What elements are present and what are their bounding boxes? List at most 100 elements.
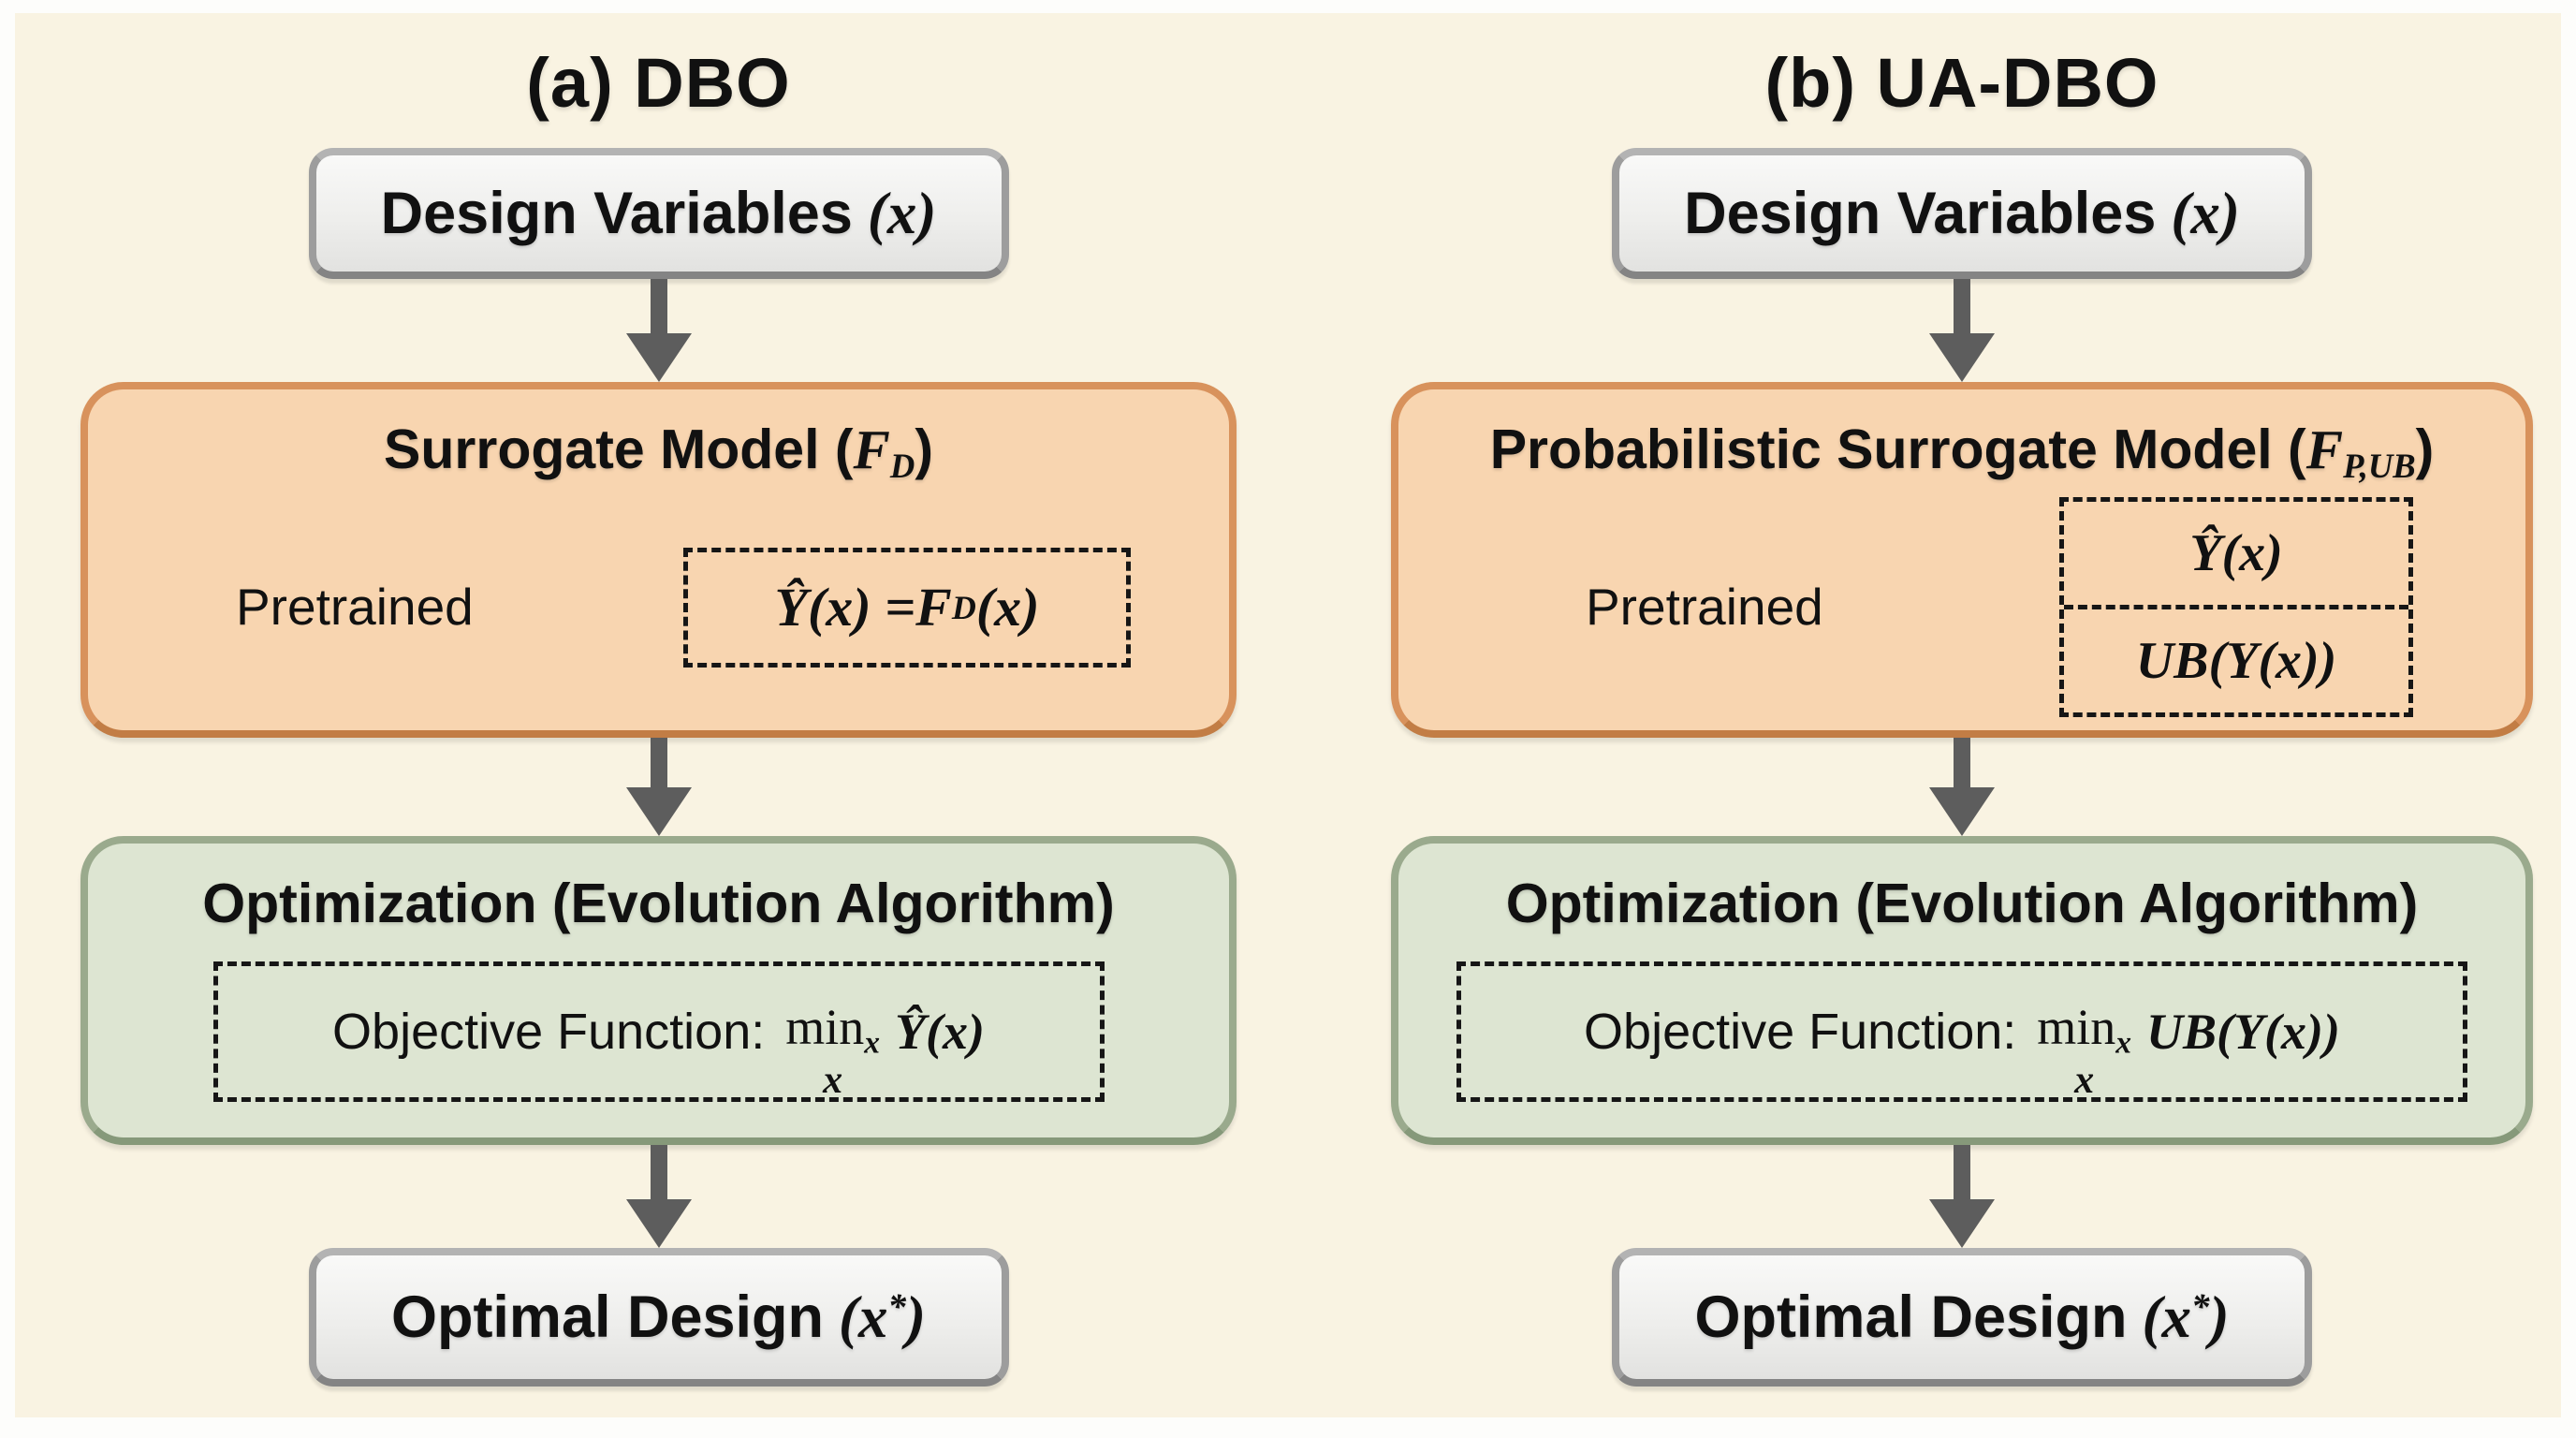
title-var: F [853,418,890,480]
arrow-head [1929,333,1995,382]
flow-arrow [625,279,692,382]
pretrained-label: Pretrained [1586,578,1823,637]
flow-arrow [1929,279,1995,382]
title-var: F [2305,418,2344,480]
optimal-design-label: Optimal Design [1694,1284,2128,1350]
expr-fragment: Ŷ( [895,1003,943,1060]
optimization-box: Optimization (Evolution Algorithm) Objec… [1391,836,2533,1145]
figure-background: (a) DBO Design Variables (x) Surrogate M… [15,13,2561,1417]
optimal-math-post: ) [906,1284,927,1350]
cell-fragment: )) [2302,632,2337,691]
expr-fragment: UB(Y( [2146,1003,2281,1060]
optimal-math-post: ) [2209,1284,2230,1350]
optimal-math-pre: (x [839,1284,888,1350]
cell-x: x [2239,524,2266,583]
arrow-head [1929,1199,1995,1248]
formula-var-subscript: D [951,588,976,626]
title-close: ) [915,418,933,480]
optimal-math-star: * [2191,1285,2210,1327]
prediction-stack: Ŷ(x) UB(Y(x)) [2059,497,2413,718]
arrow-shaft [650,1145,667,1199]
min-row: minx [785,1002,880,1061]
formula-x: x [994,577,1022,638]
arrow-head [625,1199,692,1248]
objective-expression: Ŷ(x) [895,1003,985,1061]
min-under-variable: x [2074,1058,2095,1102]
objective-label: Objective Function: [1584,1003,2017,1060]
design-variables-label: Design Variables [1684,180,2157,246]
formula-fragment: ) = [853,577,916,638]
formula-fragment: ) [1021,577,1040,638]
objective-function-box: Objective Function: minx x Ŷ(x) [212,961,1105,1102]
objective-label: Objective Function: [332,1003,766,1060]
column-dbo: (a) DBO Design Variables (x) Surrogate M… [80,13,1237,1387]
expr-fragment: )) [2305,1003,2340,1060]
column-ua-dbo-title: (b) UA-DBO [1764,44,2159,122]
min-subscript: x [864,1025,880,1061]
arrow-shaft [650,279,667,333]
design-variables-box: Design Variables (x) [308,148,1009,279]
surrogate-model-title: Surrogate Model (FD) [88,418,1229,486]
min-word: min [2037,998,2116,1055]
formula-fragment: Ŷ( [774,577,827,638]
cell-fragment: Ŷ( [2189,524,2240,583]
flow-arrow [625,738,692,836]
optimization-title: Optimization (Evolution Algorithm) [1505,873,2419,934]
optimal-math-pre: (x [2142,1284,2192,1350]
probabilistic-surrogate-model-title: Probabilistic Surrogate Model (FP,UB) [1398,418,2525,486]
expr-x: x [942,1003,968,1060]
pretrained-label: Pretrained [236,578,474,637]
optimal-math-star: * [887,1285,907,1327]
upper-bound-cell: UB(Y(x)) [2064,609,2408,712]
title-var-subscript: P,UB [2343,447,2416,486]
objective-expression: UB(Y(x)) [2146,1003,2340,1061]
probabilistic-surrogate-model-box: Probabilistic Surrogate Model (FP,UB) Pr… [1391,382,2533,738]
arrow-head [625,787,692,836]
min-row: minx [2037,1002,2132,1061]
formula-var: F [915,577,952,638]
flow-arrow [1929,738,1995,836]
column-ua-dbo: (b) UA-DBO Design Variables (x) Probabil… [1391,13,2533,1387]
surrogate-model-body: Pretrained Ŷ(x) UB(Y(x)) [1398,485,2525,730]
title-text: Probabilistic Surrogate Model ( [1489,418,2306,480]
design-variables-math: (x) [867,180,937,246]
optimal-design-box: Optimal Design (x*) [308,1248,1009,1387]
optimal-design-math: (x*) [839,1285,926,1347]
arrow-shaft [1954,1145,1970,1199]
min-under-variable: x [823,1058,843,1102]
expr-fragment: ) [967,1003,985,1060]
flow-arrow [1929,1145,1995,1248]
title-text: Surrogate Model ( [384,418,854,480]
optimal-design-box: Optimal Design (x*) [1612,1248,2312,1387]
design-variables-label: Design Variables [380,180,853,246]
min-subscript: x [2115,1025,2132,1061]
arrow-head [625,333,692,382]
formula-fragment: ( [975,577,995,638]
min-word: min [785,998,865,1055]
design-variables-box: Design Variables (x) [1612,148,2312,279]
optimization-title: Optimization (Evolution Algorithm) [202,873,1115,934]
optimization-box: Optimization (Evolution Algorithm) Objec… [80,836,1237,1145]
arrow-shaft [1954,738,1970,787]
column-dbo-title: (a) DBO [526,44,791,122]
min-operator: minx x [2037,1002,2132,1102]
optimal-design-label: Optimal Design [390,1284,825,1350]
prediction-cell: Ŷ(x) [2064,502,2408,610]
cell-fragment: UB(Y( [2135,632,2276,691]
title-close: ) [2415,418,2435,480]
cell-x: x [2276,632,2302,691]
cell-fragment: ) [2265,524,2283,583]
formula-x: x [826,577,854,638]
expr-x: x [2280,1003,2306,1060]
arrow-shaft [1954,279,1970,333]
arrow-head [1929,787,1995,836]
min-operator: minx x [785,1002,880,1102]
optimal-design-math: (x*) [2143,1285,2230,1347]
flow-arrow [625,1145,692,1248]
title-var-subscript: D [889,447,915,486]
surrogate-model-box: Surrogate Model (FD) Pretrained Ŷ(x) = F… [80,382,1237,738]
design-variables-math: (x) [2171,180,2240,246]
